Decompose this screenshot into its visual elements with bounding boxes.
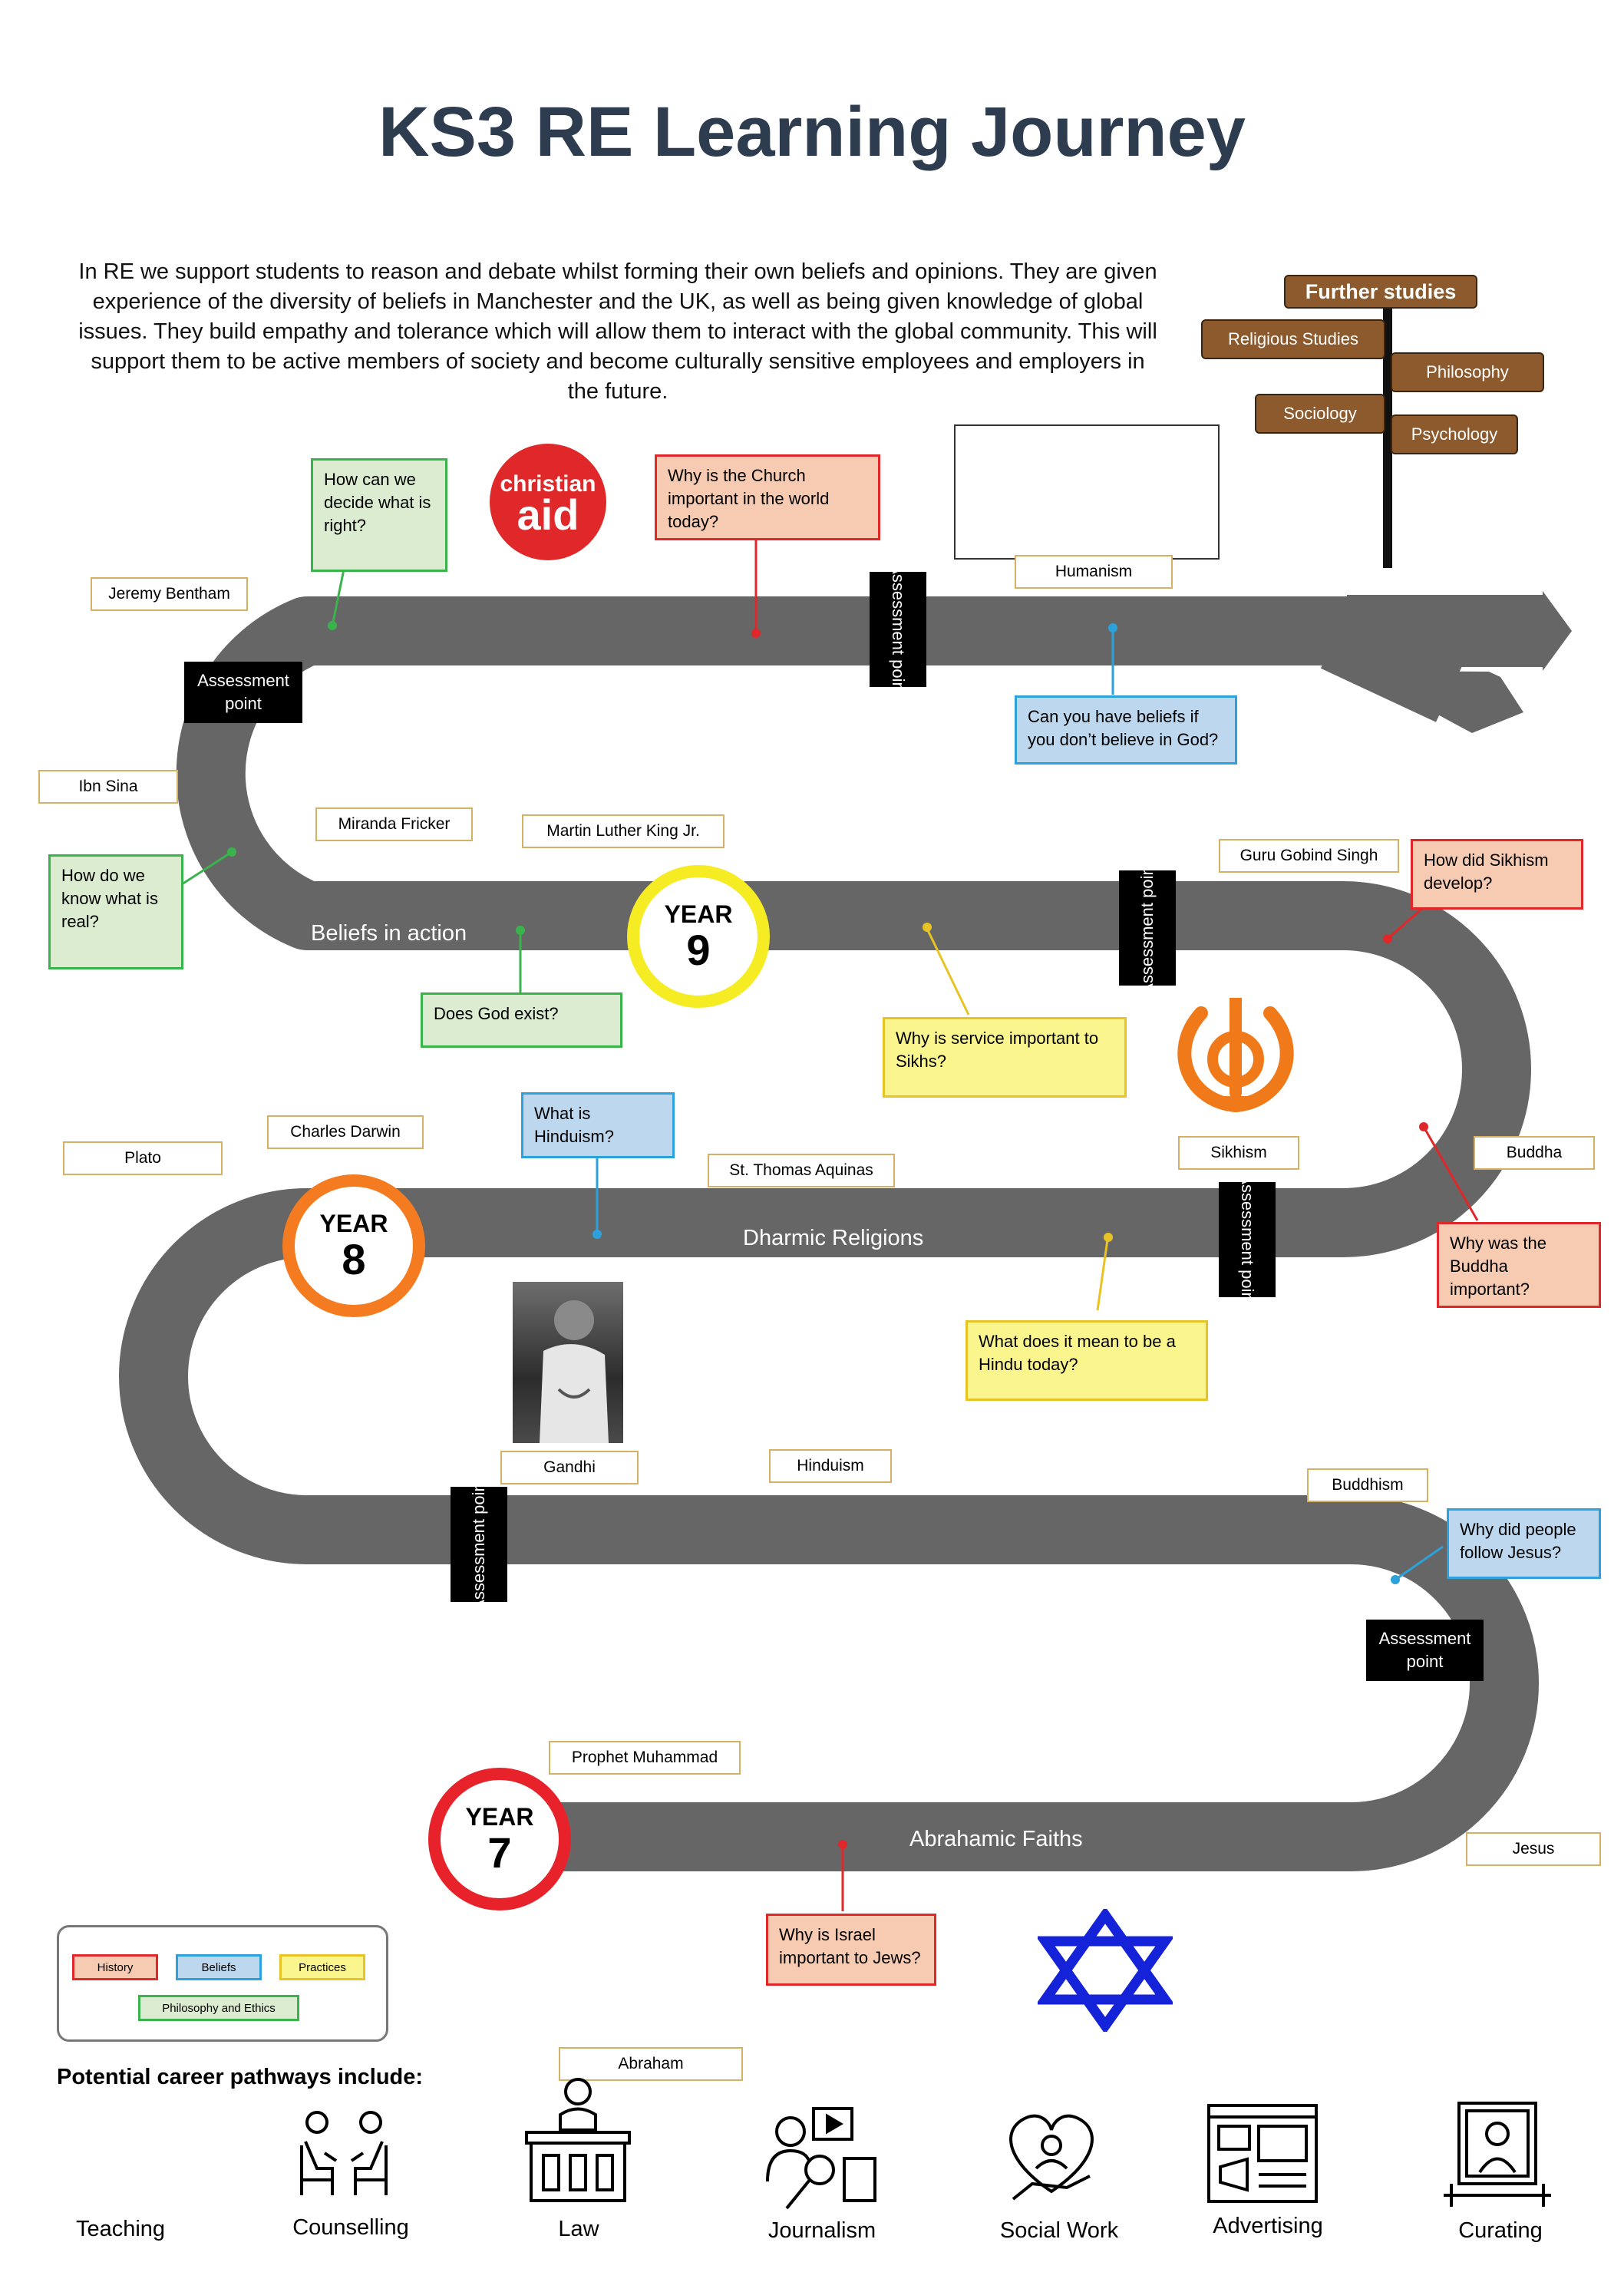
curating-icon [1444, 2102, 1551, 2207]
label-humanism: Humanism [1015, 555, 1173, 589]
label-sikhism: Sikhism [1178, 1136, 1299, 1170]
career-counselling: Counselling [292, 2215, 409, 2240]
question-follow-jesus: Why did people follow Jesus? [1447, 1508, 1601, 1579]
question-god-exist: Does God exist? [421, 992, 622, 1048]
career-journalism: Journalism [767, 2218, 876, 2243]
advertising-icon [1207, 2104, 1318, 2203]
question-church: Why is the Church important in the world… [655, 454, 880, 540]
legend-practices: Practices [279, 1954, 365, 1980]
teaching-icon [300, 2111, 388, 2195]
assessment-point-1: Assessment point [184, 662, 302, 723]
year-7-badge: YEAR 7 [428, 1768, 571, 1910]
gandhi-photo [513, 1282, 623, 1443]
christian-aid-logo-line2: aid [517, 490, 579, 539]
year-9-badge: YEAR 9 [627, 865, 770, 1008]
label-gandhi: Gandhi [500, 1451, 639, 1484]
career-advertising: Advertising [1213, 2214, 1323, 2238]
legend-beliefs: Beliefs [176, 1954, 262, 1980]
intro-paragraph: In RE we support students to reason and … [78, 259, 1157, 404]
year-9-label: YEAR [664, 900, 733, 928]
label-jesus: Jesus [1466, 1832, 1601, 1866]
arrow-head-lower [1358, 671, 1523, 733]
question-what-is-hinduism: What is Hinduism? [521, 1092, 675, 1158]
label-plato: Plato [63, 1141, 223, 1175]
khanda-icon [1177, 998, 1294, 1112]
assessment-point-6: Assessment point [1366, 1620, 1484, 1681]
question-sikhism-develop: How did Sikhism develop? [1411, 839, 1583, 910]
sign-psychology: Psychology [1391, 414, 1518, 454]
star-of-david-icon [1038, 1909, 1173, 2032]
assessment-point-2: Assessment point [870, 563, 926, 696]
year-7-label: YEAR [465, 1803, 534, 1831]
question-israel-jews: Why is Israel important to Jews? [766, 1914, 936, 1986]
question-decide-right: How can we decide what is right? [311, 458, 447, 572]
career-teaching: Teaching [75, 2217, 166, 2241]
career-curating: Curating [1458, 2218, 1543, 2243]
assessment-point-5: Assessment point [451, 1478, 507, 1611]
legend-philosophy-ethics: Philosophy and Ethics [138, 1995, 299, 2021]
label-buddha: Buddha [1474, 1136, 1595, 1170]
label-martin-luther-king: Martin Luther King Jr. [522, 814, 725, 848]
law-icon [525, 2078, 631, 2202]
label-prophet-muhammad: Prophet Muhammad [549, 1741, 741, 1775]
christian-aid-logo: christian aid [490, 444, 606, 560]
year-8-badge: YEAR 8 [282, 1174, 425, 1317]
signpost-pole [1383, 303, 1392, 568]
sign-religious-studies: Religious Studies [1201, 319, 1385, 359]
christian-aid-logo-line1: christian [500, 471, 596, 497]
label-guru-gobind-singh: Guru Gobind Singh [1219, 839, 1399, 873]
year-9-number: 9 [686, 926, 711, 974]
year-8-number: 8 [342, 1235, 366, 1283]
theme-abrahamic-faiths: Abrahamic Faiths [909, 1827, 1083, 1851]
question-buddha-important: Why was the Buddha important? [1437, 1222, 1601, 1308]
year-8-label: YEAR [319, 1210, 388, 1237]
sign-sociology: Sociology [1255, 394, 1385, 434]
question-beliefs-without-god: Can you have beliefs if you don’t believ… [1015, 695, 1237, 765]
theme-beliefs-in-action: Beliefs in action [311, 921, 467, 946]
label-hinduism: Hinduism [769, 1449, 892, 1483]
label-ibn-sina: Ibn Sina [38, 770, 178, 804]
label-jeremy-bentham: Jeremy Bentham [91, 577, 248, 611]
label-st-thomas-aquinas: St. Thomas Aquinas [708, 1154, 895, 1187]
question-hindu-today: What does it mean to be a Hindu today? [965, 1320, 1208, 1401]
question-know-real: How do we know what is real? [48, 854, 183, 969]
careers-heading: Potential career pathways include: [57, 2065, 424, 2089]
assessment-point-4: Assessment point [1219, 1173, 1276, 1306]
legend-history: History [72, 1954, 158, 1980]
label-charles-darwin: Charles Darwin [267, 1115, 424, 1149]
career-social-work: Social Work [999, 2218, 1119, 2243]
colour-key [57, 1925, 388, 2042]
page-title: KS3 RE Learning Journey [378, 93, 1246, 171]
further-studies-heading: Further studies [1284, 275, 1477, 309]
label-abraham: Abraham [559, 2047, 743, 2081]
journalism-icon [766, 2107, 876, 2210]
sign-philosophy: Philosophy [1391, 352, 1544, 392]
theme-dharmic-religions: Dharmic Religions [743, 1226, 924, 1250]
assessment-point-3: Assessment point [1119, 861, 1176, 995]
label-miranda-fricker: Miranda Fricker [315, 807, 473, 841]
year-7-number: 7 [487, 1828, 512, 1877]
question-service-sikhs: Why is service important to Sikhs? [883, 1017, 1127, 1098]
social-work-icon [1009, 2114, 1094, 2201]
humanism-image-frame [954, 424, 1220, 560]
career-law: Law [558, 2217, 599, 2241]
arrow-head-upper [1347, 591, 1572, 671]
label-buddhism: Buddhism [1307, 1468, 1428, 1502]
